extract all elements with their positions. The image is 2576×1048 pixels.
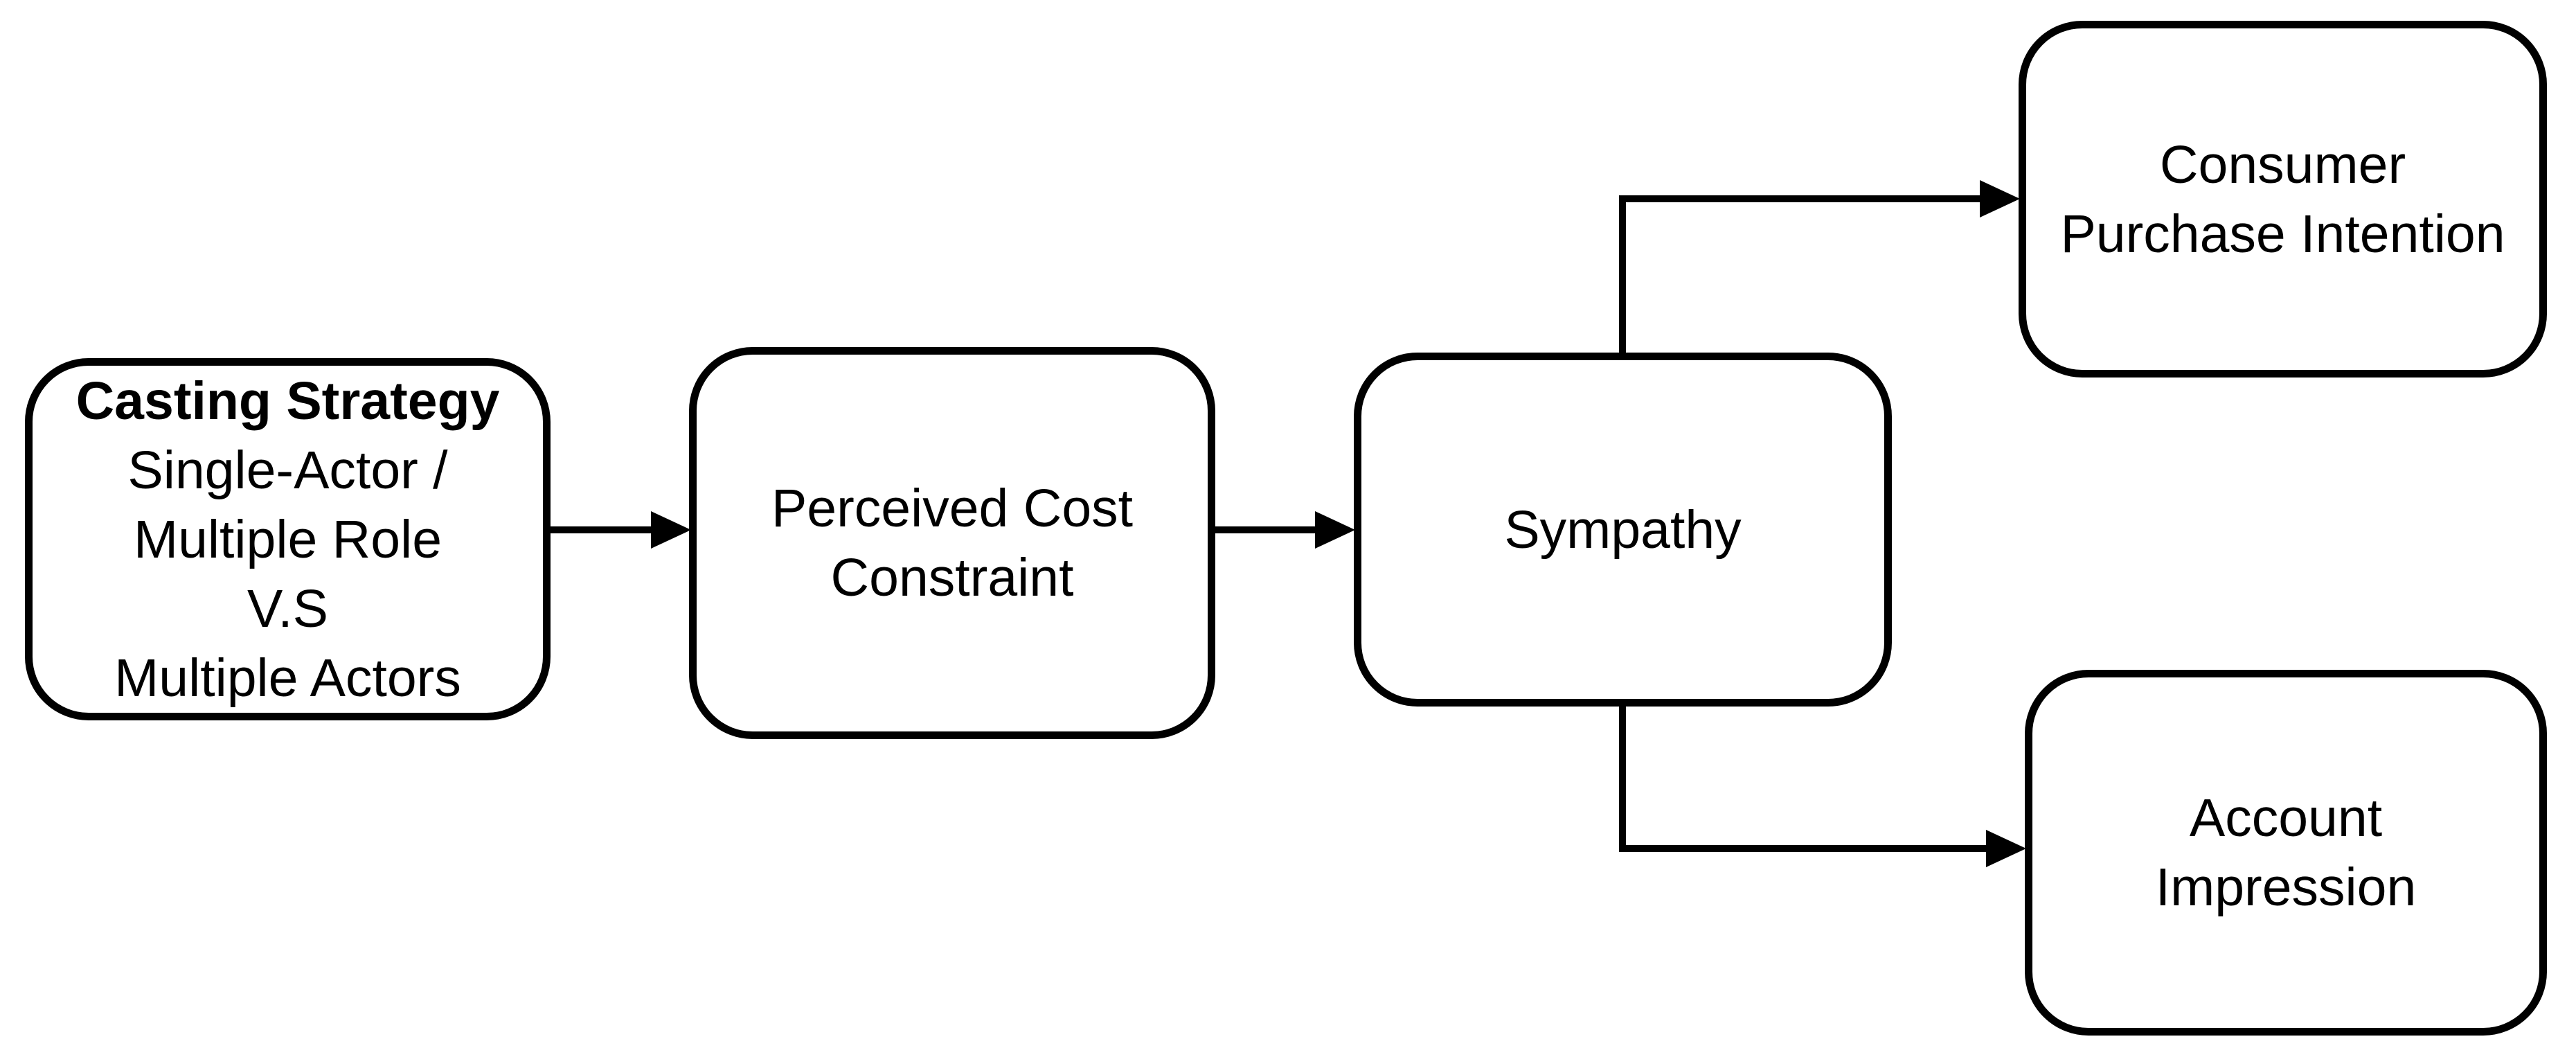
node-casting-strategy-title: Casting Strategy — [75, 371, 500, 431]
node-consumer-purchase-intention: Consumer Purchase Intention — [2019, 21, 2547, 378]
arrow-perceived-to-sympathy — [1215, 511, 1355, 549]
node-consumer-purchase-line: Consumer — [2159, 134, 2406, 195]
arrowhead-icon — [1986, 830, 2026, 867]
node-account-impression: Account Impression — [2025, 670, 2547, 1036]
node-casting-strategy-line: V.S — [247, 578, 329, 639]
node-account-impression-line: Account — [2189, 788, 2383, 848]
arrowhead-icon — [651, 511, 691, 549]
node-sympathy-line: Sympathy — [1504, 499, 1742, 560]
node-perceived-cost-constraint: Perceived Cost Constraint — [689, 347, 1215, 739]
arrow-casting-to-perceived — [551, 511, 691, 549]
node-account-impression-line: Impression — [2155, 858, 2417, 917]
node-casting-strategy-line: Multiple Actors — [114, 648, 461, 708]
arrowhead-icon — [1315, 511, 1355, 549]
node-casting-strategy: Casting Strategy Single-Actor / Multiple… — [25, 358, 551, 720]
arrow-sympathy-to-account — [1619, 707, 2026, 867]
node-sympathy: Sympathy — [1354, 353, 1892, 707]
node-perceived-cost-line: Constraint — [830, 548, 1074, 607]
node-consumer-purchase-line: Purchase Intention — [2060, 204, 2505, 264]
node-casting-strategy-line: Single-Actor / — [127, 440, 448, 500]
arrow-sympathy-to-consumer — [1619, 180, 2020, 353]
arrowhead-icon — [1980, 180, 2020, 217]
node-perceived-cost-line: Perceived Cost — [771, 479, 1134, 538]
node-casting-strategy-line: Multiple Role — [133, 509, 442, 569]
